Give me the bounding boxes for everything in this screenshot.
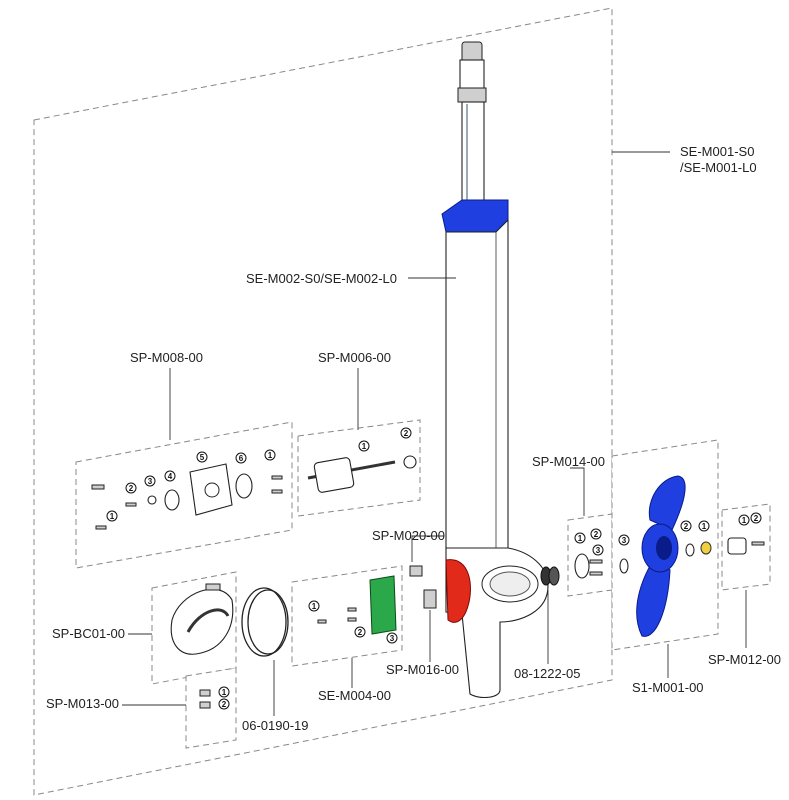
sp-m014-box <box>567 513 613 597</box>
prop-callouts: 3 2 1 <box>618 520 710 546</box>
sp-m014-callouts: 1 2 3 <box>574 528 604 556</box>
callout-number: 2 <box>754 514 759 523</box>
callout-number: 1 <box>578 534 583 543</box>
label-sp-m016: SP-M016-00 <box>386 662 459 677</box>
callout-number: 2 <box>129 484 134 493</box>
sp-bc01-parts <box>170 583 234 655</box>
callout-number: 3 <box>622 536 627 545</box>
propeller-blue <box>636 475 686 637</box>
lower-housing <box>445 547 549 699</box>
label-06-0190-19: 06-0190-19 <box>242 718 309 733</box>
label-se-m002: SE-M002-S0/SE-M002-L0 <box>246 271 397 286</box>
sp-m012-parts <box>727 537 765 555</box>
sp-m013-box <box>185 667 237 749</box>
label-sp-m013: SP-M013-00 <box>46 696 119 711</box>
callout-number: 1 <box>702 522 707 531</box>
label-sp-m020: SP-M020-00 <box>372 528 445 543</box>
sp-m008-parts <box>91 463 283 530</box>
prop-small-parts <box>619 541 712 574</box>
shaft-tube-assembly <box>441 41 509 549</box>
se-m004-callouts: 1 2 3 <box>308 600 398 644</box>
label-sp-m014: SP-M014-00 <box>532 454 605 469</box>
callout-number: 2 <box>684 522 689 531</box>
sp-m014-parts <box>574 553 603 579</box>
sp-m008-box <box>75 421 293 569</box>
callout-number: 2 <box>594 530 599 539</box>
seal-08-1222-05 <box>540 566 560 586</box>
callout-number: 2 <box>358 628 363 637</box>
label-se-m001-line1: SE-M001-S0 <box>680 144 754 159</box>
shaft-collar-blue <box>441 199 509 233</box>
callout-number: 4 <box>168 472 173 481</box>
assembly-frame <box>33 7 613 796</box>
label-se-m001-line2: /SE-M001-L0 <box>680 160 757 175</box>
sp-m006-parts <box>307 455 417 493</box>
sp-m012-callouts: 1 2 <box>738 512 762 526</box>
callout-number: 2 <box>404 429 409 438</box>
callout-number: 1 <box>742 516 747 525</box>
sp-m013-callouts: 1 2 <box>218 686 230 710</box>
callout-number: 5 <box>200 453 205 462</box>
label-sp-m012: SP-M012-00 <box>708 652 781 667</box>
label-sp-bc01: SP-BC01-00 <box>52 626 125 641</box>
callout-number: 3 <box>390 634 395 643</box>
label-08-1222-05: 08-1222-05 <box>514 666 581 681</box>
o-ring-06-0190-19 <box>241 587 289 657</box>
label-se-m004: SE-M004-00 <box>318 688 391 703</box>
callout-number: 1 <box>312 602 317 611</box>
callout-number: 2 <box>222 700 227 709</box>
label-sp-m008: SP-M008-00 <box>130 350 203 365</box>
callout-number: 6 <box>239 454 244 463</box>
callout-number: 1 <box>222 688 227 697</box>
part-sp-m016 <box>423 589 437 609</box>
sp-m006-callouts: 1 2 <box>358 427 412 452</box>
label-s1-m001: S1-M001-00 <box>632 680 704 695</box>
label-sp-m006: SP-M006-00 <box>318 350 391 365</box>
callout-number: 3 <box>148 477 153 486</box>
callout-number: 1 <box>110 512 115 521</box>
callout-number: 1 <box>362 442 367 451</box>
housing-flange-red <box>445 559 471 623</box>
callout-number: 3 <box>596 546 601 555</box>
leader-lines <box>122 151 747 716</box>
sp-m008-callouts: 2 3 4 5 6 1 1 <box>106 449 276 522</box>
se-m004-parts <box>317 575 397 635</box>
part-sp-m020 <box>409 565 423 577</box>
callout-number: 1 <box>268 451 273 460</box>
pcb-board <box>369 575 397 635</box>
